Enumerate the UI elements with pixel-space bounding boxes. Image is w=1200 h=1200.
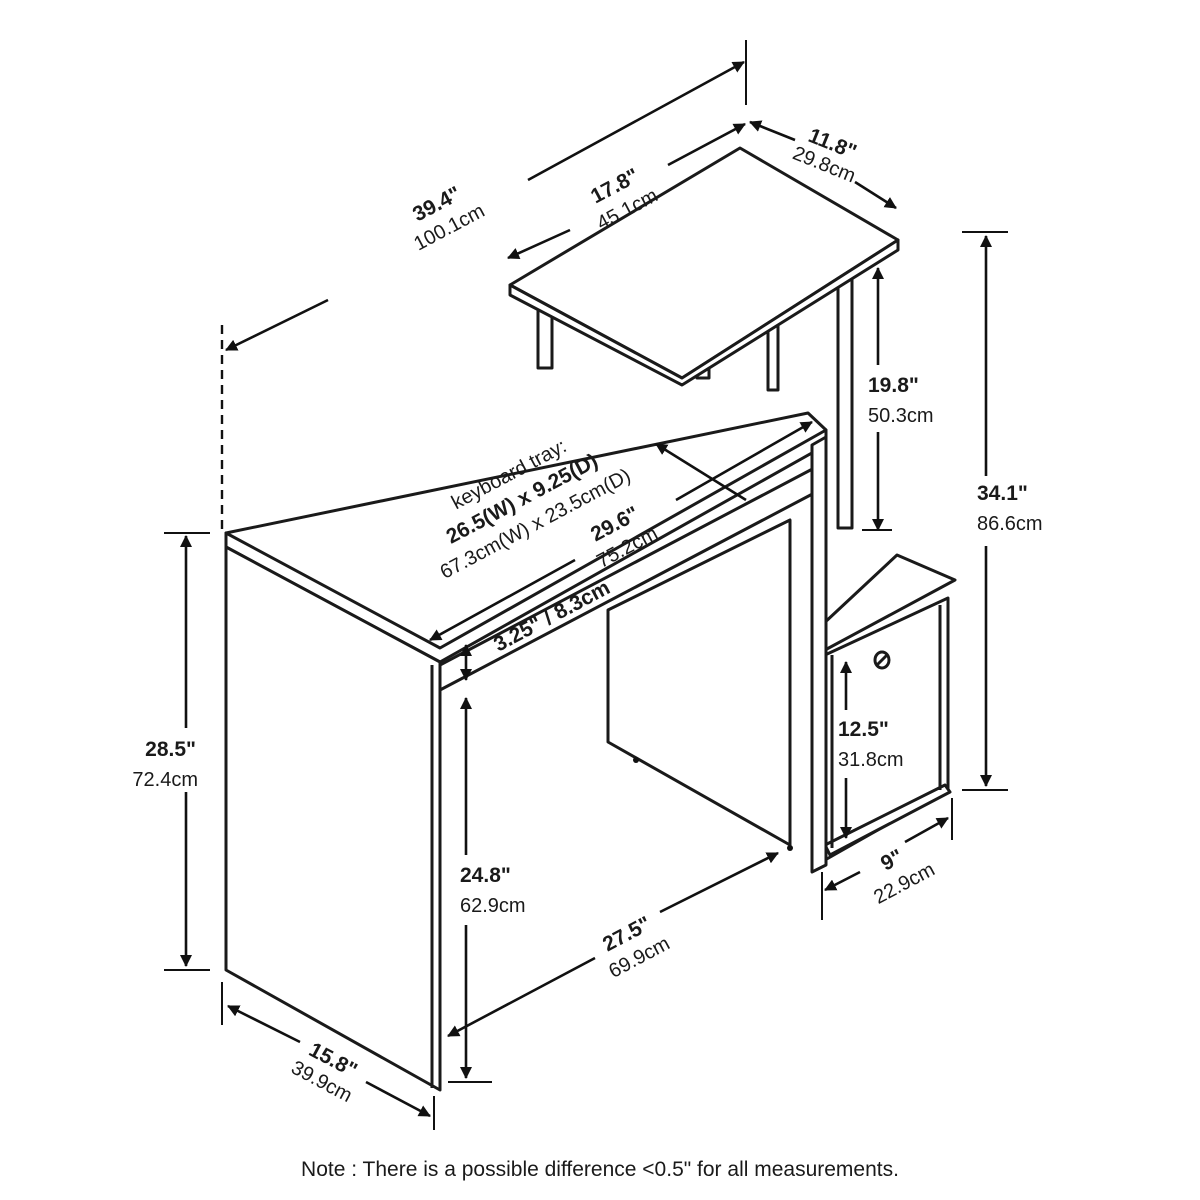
shelf-clearance-metric: 50.3cm — [868, 405, 934, 427]
cubby-width-imperial: 9" — [877, 845, 907, 875]
left-side-panel — [224, 545, 442, 1092]
shelf-post-right — [836, 276, 854, 530]
top-shelf-edge — [508, 238, 900, 387]
desk-height-imperial: 28.5" — [145, 738, 196, 761]
shelf-clearance-imperial: 19.8" — [868, 374, 919, 397]
cubby-height-label: 12.5" 31.8cm — [838, 718, 904, 771]
shelf-post-left — [536, 308, 554, 370]
overall-height-imperial: 34.1" — [977, 482, 1028, 505]
cubby-height-metric: 31.8cm — [838, 749, 904, 771]
right-side-panel — [810, 435, 828, 874]
dimension-lines — [164, 40, 1008, 1130]
overall-height-metric: 86.6cm — [977, 513, 1043, 535]
cubby-height-imperial: 12.5" — [838, 718, 889, 741]
desk-depth-label: 15.8" 39.9cm — [287, 1038, 360, 1107]
overall-width-label: 39.4" 100.1cm — [409, 182, 488, 255]
cubby-knob-icon — [873, 650, 891, 670]
knee-height-metric: 62.9cm — [460, 895, 526, 917]
desk-drawing — [224, 146, 957, 1092]
desk-height-label: 28.5" 72.4cm — [132, 738, 198, 791]
desk-height-metric: 72.4cm — [132, 769, 198, 791]
measurement-note: Note : There is a possible difference <0… — [301, 1158, 899, 1181]
knee-height-label: 24.8" 62.9cm — [460, 864, 526, 917]
top-shelf-depth-label: 11.8" 29.8cm — [789, 124, 859, 187]
cubby-width-label: 9" 22.9cm — [870, 845, 938, 909]
overall-height-label: 34.1" 86.6cm — [977, 482, 1043, 535]
knee-height-imperial: 24.8" — [460, 864, 511, 887]
cubby-bottom-shelf — [823, 783, 952, 857]
knee-width-label: 27.5" 69.9cm — [599, 912, 673, 983]
shelf-clearance-label: 19.8" 50.3cm — [868, 374, 934, 427]
